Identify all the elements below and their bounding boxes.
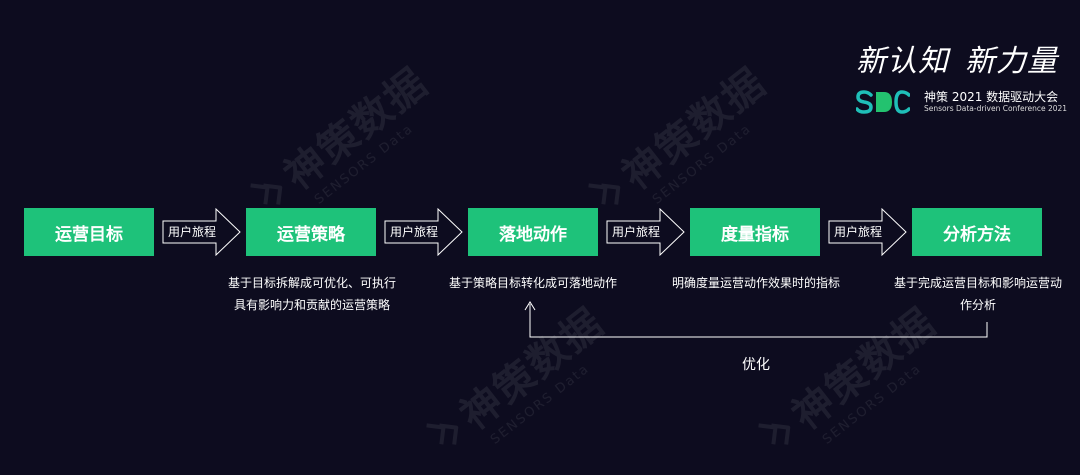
- desc-operation-strategy: 基于目标拆解成可优化、可执行 具有影响力和贡献的运营策略: [212, 272, 412, 316]
- watermark-logo-icon: [588, 183, 621, 205]
- feedback-loop-arrow: [524, 301, 988, 338]
- connector-label: 用户旅程: [390, 225, 439, 239]
- watermark: 神策数据 SENSORS Data: [426, 292, 623, 453]
- loop-label: 优化: [742, 357, 770, 373]
- desc-line: 具有影响力和贡献的运营策略: [233, 298, 390, 312]
- brand-row: 神策 2021 数据驱动大会 Sensors Data-driven Confe…: [856, 90, 1067, 114]
- arrow-outline-icon: [162, 208, 241, 256]
- connector-user-journey: 用户旅程: [606, 208, 686, 256]
- desc-line: 明确度量运营动作效果时的指标: [671, 276, 840, 290]
- watermark: 神策数据 SENSORS Data: [758, 292, 955, 453]
- event-title: 神策 2021 数据驱动大会: [924, 90, 1059, 104]
- desc-line: 基于策略目标转化成可落地动作: [448, 276, 617, 290]
- connector-label: 用户旅程: [168, 225, 217, 239]
- watermark-logo-icon: [426, 423, 459, 445]
- desc-line: 基于完成运营目标和影响运营动: [893, 276, 1062, 290]
- arrow-outline-icon: [384, 208, 463, 256]
- arrow-outline-icon: [828, 208, 907, 256]
- step-operation-goal: 运营目标: [24, 208, 154, 256]
- connector-user-journey: 用户旅程: [162, 208, 242, 256]
- desc-analysis-method: 基于完成运营目标和影响运营动 作分析: [878, 272, 1078, 316]
- connector-label: 用户旅程: [834, 225, 883, 239]
- step-measurement-metric: 度量指标: [690, 208, 820, 256]
- event-subtitle: Sensors Data-driven Conference 2021: [924, 104, 1068, 113]
- desc-landing-action: 基于策略目标转化成可落地动作: [433, 272, 633, 294]
- arrow-outline-icon: [606, 208, 685, 256]
- watermark-logo-icon: [758, 423, 791, 445]
- sdc-logo-icon: [856, 90, 910, 114]
- connector-user-journey: 用户旅程: [828, 208, 908, 256]
- sdc-logo: [856, 90, 910, 114]
- watermark-logo-icon: [250, 183, 283, 205]
- slogan: 新认知新力量: [856, 44, 1066, 80]
- step-operation-strategy: 运营策略: [246, 208, 376, 256]
- slogan-left: 新认知: [856, 44, 949, 79]
- step-landing-action: 落地动作: [468, 208, 598, 256]
- brand-text: 神策 2021 数据驱动大会 Sensors Data-driven Confe…: [924, 90, 1067, 114]
- desc-line: 作分析: [959, 298, 996, 312]
- connector-label: 用户旅程: [612, 225, 661, 239]
- step-analysis-method: 分析方法: [912, 208, 1042, 256]
- conference-brand: 新认知新力量 神策 2021 数据驱动大会 Sensors Data-drive…: [856, 44, 1067, 124]
- desc-line: 基于目标拆解成可优化、可执行: [227, 276, 396, 290]
- slogan-right: 新力量: [965, 44, 1058, 79]
- watermark: 神策数据 SENSORS Data: [250, 52, 447, 213]
- watermark: 神策数据 SENSORS Data: [588, 52, 785, 213]
- connector-user-journey: 用户旅程: [384, 208, 464, 256]
- desc-measurement-metric: 明确度量运营动作效果时的指标: [656, 272, 856, 294]
